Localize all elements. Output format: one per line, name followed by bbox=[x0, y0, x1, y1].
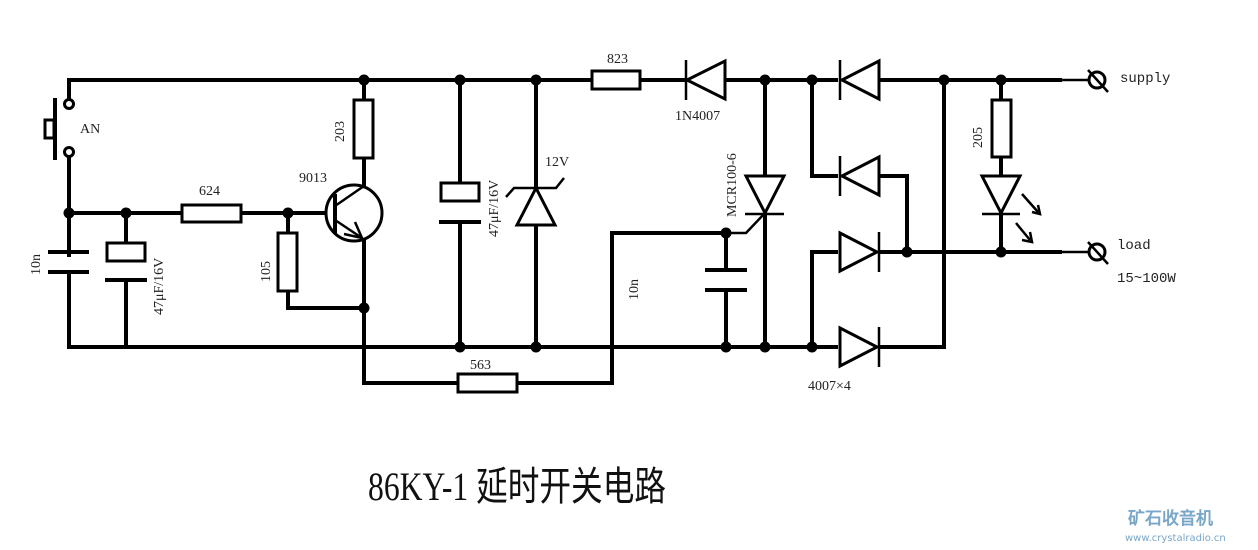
wire-bridge-l-bottom bbox=[810, 250, 838, 349]
transistor-9013 bbox=[324, 183, 384, 243]
capacitor-47uf-timing bbox=[105, 241, 147, 282]
bridge-diode-2 bbox=[838, 154, 881, 198]
wire-bridge-mid-top bbox=[878, 174, 909, 254]
capacitor-10n-gate bbox=[705, 268, 747, 292]
label-r624: 624 bbox=[199, 184, 220, 199]
wire-bridge-l-top bbox=[810, 78, 838, 178]
resistor-823 bbox=[590, 69, 642, 91]
capacitor-10n-input bbox=[48, 250, 89, 274]
label-cap-47uf-timing: 47μF/16V bbox=[152, 258, 167, 315]
resistor-563 bbox=[456, 372, 519, 394]
led-indicator bbox=[979, 174, 1042, 244]
label-switch: AN bbox=[80, 122, 100, 137]
terminal-supply bbox=[1087, 69, 1109, 93]
bridge-diode-4 bbox=[838, 325, 881, 369]
label-terminal-load: load bbox=[1117, 238, 1151, 254]
label-r563: 563 bbox=[470, 358, 491, 373]
diagram-title: 86KY-1 延时开关电路 bbox=[368, 464, 666, 509]
label-bridge: 4007×4 bbox=[808, 379, 851, 394]
label-cap-10n-input: 10n bbox=[29, 254, 44, 275]
wire-r563-gate bbox=[515, 231, 727, 385]
label-cap-10n-gate: 10n bbox=[627, 279, 642, 300]
wire-bridge-right bbox=[878, 78, 946, 349]
resistor-205 bbox=[990, 98, 1013, 159]
label-transistor: 9013 bbox=[299, 171, 327, 186]
push-switch bbox=[43, 98, 75, 160]
label-zener: 12V bbox=[545, 155, 569, 170]
junctions bbox=[63, 74, 1007, 353]
label-cap-47uf-filter: 47μF/16V bbox=[487, 180, 502, 237]
label-load-rating: 15~100W bbox=[1117, 271, 1176, 287]
resistor-105 bbox=[276, 231, 299, 293]
zener-12v bbox=[505, 177, 565, 227]
resistor-624 bbox=[180, 203, 243, 224]
scr-mcr100-6 bbox=[726, 174, 787, 235]
watermark-name: 矿石收音机 bbox=[1128, 508, 1213, 529]
resistor-203 bbox=[352, 98, 375, 160]
label-terminal-supply: supply bbox=[1120, 71, 1170, 87]
capacitor-47uf-filter bbox=[439, 181, 481, 224]
label-r823: 823 bbox=[607, 52, 628, 67]
label-r105: 105 bbox=[259, 261, 274, 282]
label-r205: 205 bbox=[971, 127, 986, 148]
wire-r105-bottom bbox=[286, 289, 366, 310]
bridge-diode-1 bbox=[838, 58, 881, 102]
label-diode-1n4007: 1N4007 bbox=[675, 109, 720, 124]
wire-emitter-down bbox=[362, 238, 460, 385]
label-r203: 203 bbox=[333, 121, 348, 142]
bridge-diode-3 bbox=[838, 230, 881, 274]
terminal-load bbox=[1087, 241, 1109, 265]
watermark-url: www.crystalradio.cn bbox=[1125, 533, 1226, 544]
wires bbox=[67, 78, 1088, 385]
label-scr: MCR100-6 bbox=[725, 153, 740, 217]
diode-1n4007 bbox=[683, 58, 727, 102]
